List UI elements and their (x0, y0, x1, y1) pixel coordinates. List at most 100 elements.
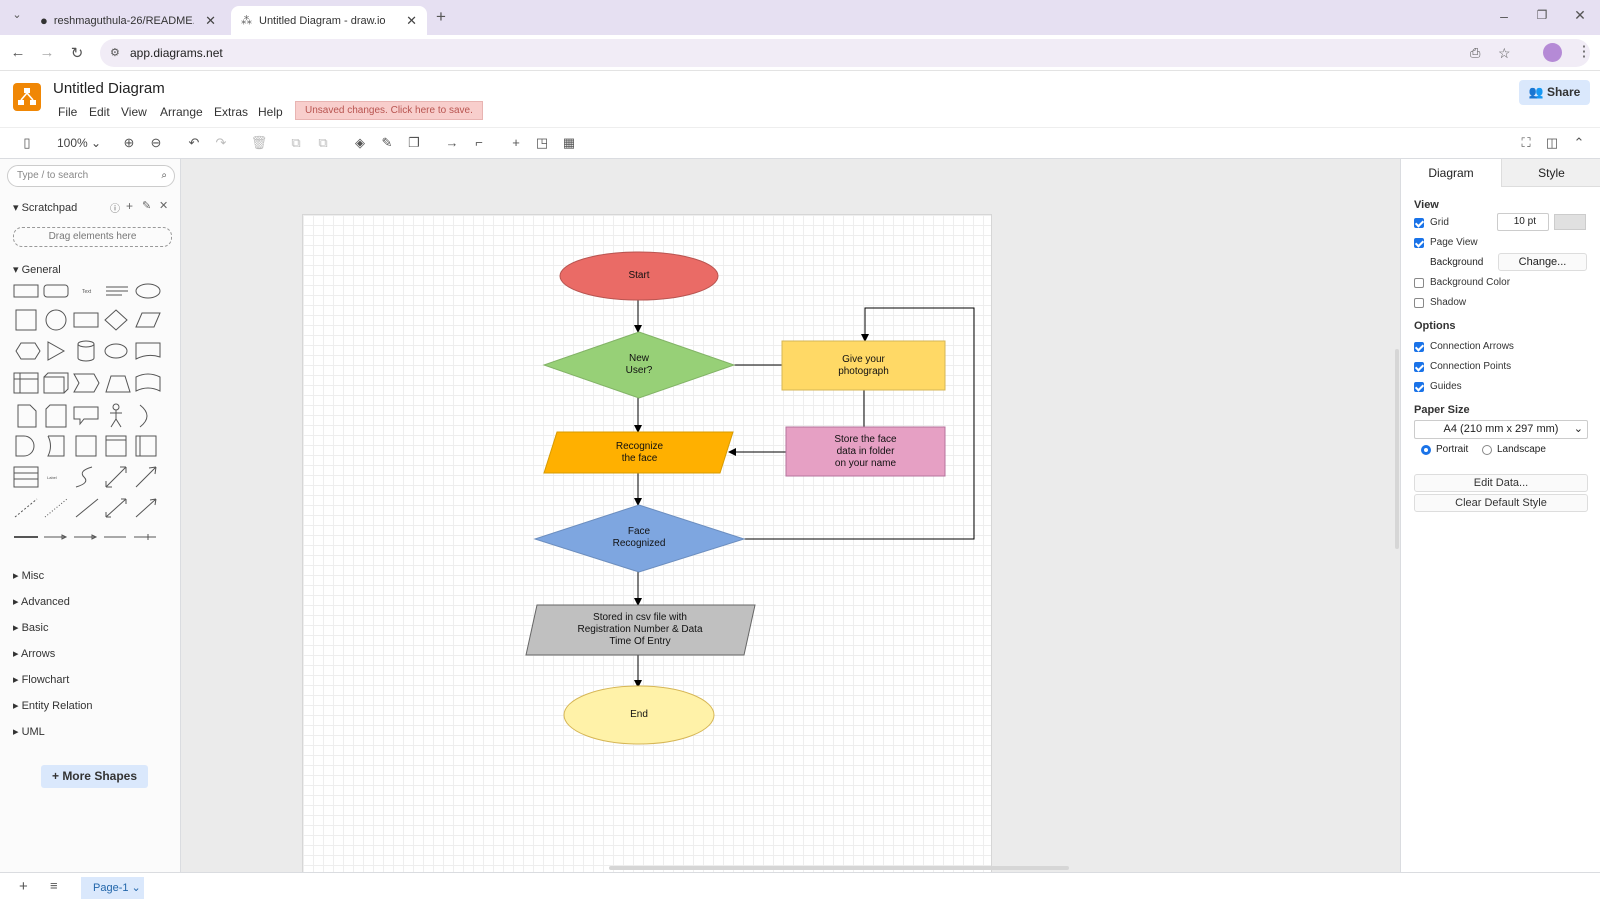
shape-search-input[interactable]: Type / to search⌕ (7, 165, 175, 187)
node-csv-shape[interactable] (525, 604, 756, 656)
new-tab-icon[interactable]: + (436, 7, 446, 26)
node-photo-shape[interactable] (781, 340, 946, 391)
section-entity-relation[interactable]: ▸ Entity Relation (13, 700, 93, 712)
change-background-button[interactable]: Change... (1498, 253, 1587, 271)
restore-icon[interactable]: ❐ (1536, 8, 1548, 22)
checkbox-box[interactable] (1414, 297, 1424, 308)
scratchpad-close-icon[interactable]: ✕ (159, 200, 169, 212)
table-icon[interactable]: ▦ (562, 135, 576, 150)
portrait-radio[interactable]: Portrait (1421, 444, 1468, 455)
zoom-in-icon[interactable]: ⊕ (123, 135, 135, 150)
guides-checkbox[interactable]: Guides (1414, 381, 1462, 392)
connection-points-checkbox[interactable]: Connection Points (1414, 361, 1511, 372)
section-flowchart[interactable]: ▸ Flowchart (13, 674, 70, 686)
diagram-page[interactable]: Start New User? Give your photograph Rec… (302, 214, 992, 874)
tab-search-icon[interactable]: ⌄ (12, 9, 22, 21)
fullscreen-icon[interactable]: ⛶ (1521, 135, 1531, 150)
undo-icon[interactable]: ↶ (188, 135, 200, 150)
menu-view[interactable]: View (121, 105, 147, 119)
section-uml[interactable]: ▸ UML (13, 726, 45, 738)
connection-arrows-checkbox[interactable]: Connection Arrows (1414, 341, 1514, 352)
minimize-icon[interactable]: – (1500, 8, 1508, 24)
section-arrows[interactable]: ▸ Arrows (13, 648, 56, 660)
section-basic[interactable]: ▸ Basic (13, 622, 49, 634)
checkbox-box[interactable] (1414, 341, 1424, 352)
more-shapes-button[interactable]: + More Shapes (41, 765, 148, 788)
horizontal-scrollbar[interactable] (609, 866, 1069, 870)
scratchpad-header[interactable]: ▾ Scratchpad (13, 202, 78, 214)
menu-edit[interactable]: Edit (89, 105, 110, 119)
zoom-dropdown[interactable]: 100% ⌄ (57, 136, 102, 150)
scratchpad-help-icon[interactable]: ⓘ (110, 204, 120, 215)
line-color-icon[interactable]: ✎ (381, 135, 393, 150)
node-newuser-shape[interactable] (542, 331, 736, 399)
zoom-out-icon[interactable]: ⊖ (150, 135, 162, 150)
shapes-icon[interactable]: ◳ (535, 135, 549, 150)
landscape-radio[interactable]: Landscape (1482, 444, 1546, 455)
redo-icon[interactable]: ↷ (215, 135, 227, 150)
clear-default-style-button[interactable]: Clear Default Style (1414, 494, 1588, 512)
node-store-shape[interactable] (785, 426, 946, 477)
grid-size-input[interactable]: 10 pt (1497, 213, 1549, 231)
close-tab-icon[interactable]: ✕ (406, 12, 417, 28)
scratchpad-add-icon[interactable]: + (126, 199, 134, 213)
scratchpad-edit-icon[interactable]: ✎ (142, 200, 152, 212)
insert-icon[interactable]: + (512, 135, 520, 150)
tab-diagram[interactable]: Diagram (1401, 159, 1501, 187)
section-advanced[interactable]: ▸ Advanced (13, 596, 70, 608)
checkbox-box[interactable] (1414, 381, 1424, 392)
node-start-shape[interactable] (559, 251, 719, 301)
close-window-icon[interactable]: ✕ (1574, 7, 1586, 23)
forward-icon[interactable]: → (39, 44, 55, 61)
node-facerec-shape[interactable] (533, 504, 746, 573)
menu-help[interactable]: Help (258, 105, 283, 119)
panel-layout-icon[interactable]: ◫ (1545, 135, 1559, 150)
page-tab[interactable]: Page-1 ⌄ (81, 877, 144, 899)
profile-avatar[interactable] (1543, 43, 1562, 62)
share-button[interactable]: 👥 Share (1519, 80, 1590, 105)
scratchpad-dropzone[interactable]: Drag elements here (13, 227, 172, 247)
to-front-icon[interactable]: ⧉ (291, 135, 301, 150)
general-shapes-palette[interactable]: Text Label (12, 279, 172, 549)
browser-tab-drawio[interactable]: ⁂ Untitled Diagram - draw.io ✕ (231, 6, 427, 35)
tab-style[interactable]: Style (1501, 159, 1600, 187)
collapse-icon[interactable]: ⌃ (1573, 135, 1585, 150)
checkbox-box[interactable] (1414, 277, 1424, 288)
site-info-icon[interactable]: ⚙ (110, 47, 120, 59)
edit-data-button[interactable]: Edit Data... (1414, 474, 1588, 492)
menu-file[interactable]: File (58, 105, 78, 119)
node-recognize-shape[interactable] (543, 431, 734, 474)
shadow-checkbox[interactable]: Shadow (1414, 297, 1466, 308)
install-icon[interactable]: ⎙ (1470, 45, 1481, 60)
search-icon[interactable]: ⌕ (161, 170, 167, 181)
unsaved-changes-button[interactable]: Unsaved changes. Click here to save. (295, 101, 483, 120)
waypoints-icon[interactable]: ⌐ (475, 135, 483, 150)
browser-menu-icon[interactable]: ⋮ (1576, 43, 1592, 60)
bookmark-star-icon[interactable]: ☆ (1498, 45, 1511, 61)
radio-icon[interactable] (1482, 444, 1492, 455)
radio-selected-icon[interactable] (1421, 444, 1431, 455)
close-tab-icon[interactable]: ✕ (205, 12, 216, 28)
canvas-area[interactable]: Start New User? Give your photograph Rec… (181, 159, 1400, 874)
url-field[interactable]: ⚙ app.diagrams.net ⎙ ☆ (100, 39, 1590, 67)
shadow-icon[interactable]: ❐ (408, 135, 420, 150)
paper-size-select[interactable]: A4 (210 mm x 297 mm)⌄ (1414, 420, 1588, 439)
general-header[interactable]: ▾ General (13, 264, 61, 276)
grid-checkbox[interactable]: Grid (1414, 217, 1449, 228)
reload-icon[interactable]: ↻ (70, 45, 84, 62)
pages-menu-icon[interactable]: ≡ (50, 878, 58, 893)
checkbox-box[interactable] (1414, 217, 1424, 228)
vertical-scrollbar[interactable] (1395, 349, 1399, 549)
fill-color-icon[interactable]: ◈ (355, 135, 365, 150)
edge-facerec-photo-loop[interactable] (744, 307, 975, 540)
format-panel-toggle-icon[interactable]: ▯ (23, 135, 31, 150)
menu-arrange[interactable]: Arrange (160, 105, 203, 119)
add-page-icon[interactable]: + (19, 878, 28, 895)
node-end-shape[interactable] (563, 685, 715, 745)
page-view-checkbox[interactable]: Page View (1414, 237, 1478, 248)
connection-icon[interactable]: → (445, 135, 459, 150)
document-title[interactable]: Untitled Diagram (53, 80, 165, 97)
browser-tab-github[interactable]: ● reshmaguthula-26/README.md ✕ (30, 6, 226, 35)
delete-icon[interactable]: 🗑 (250, 135, 268, 150)
background-color-checkbox[interactable]: Background Color (1414, 277, 1510, 288)
